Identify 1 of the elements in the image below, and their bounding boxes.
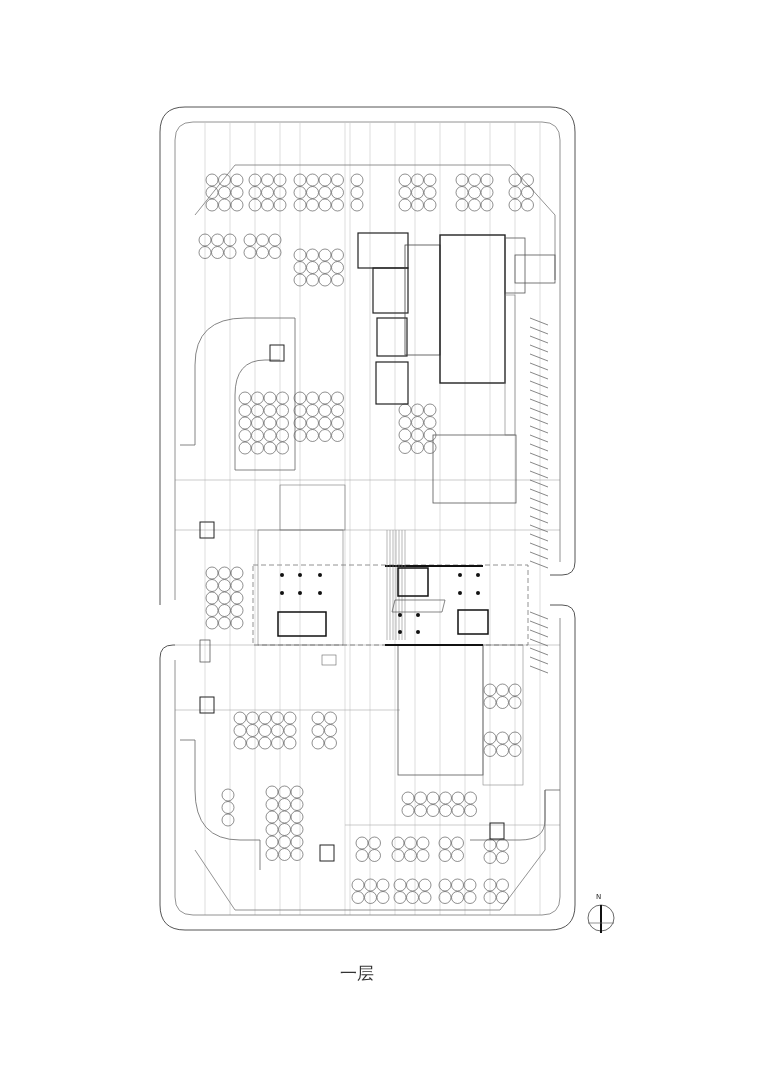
caption: 一层 xyxy=(340,962,374,985)
